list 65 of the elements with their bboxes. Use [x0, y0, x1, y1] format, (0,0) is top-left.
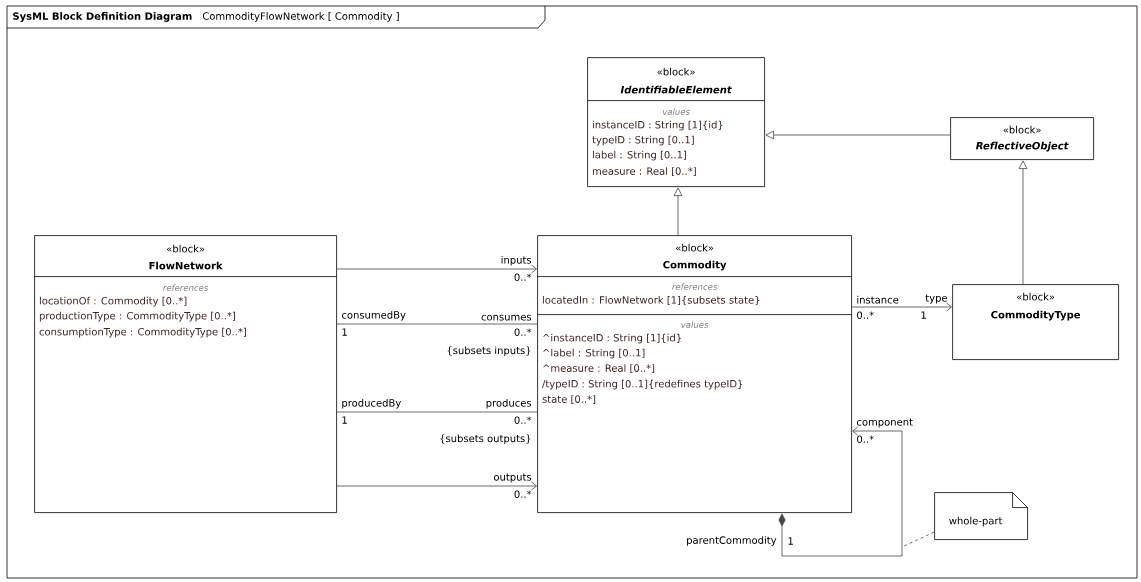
attribute: locatedIn : FlowNetwork [1]{subsets state} [542, 296, 760, 306]
compartment-label: references [163, 284, 209, 291]
association-line [336, 264, 537, 274]
end-label: producedBy [342, 398, 401, 409]
end-label: 0..* [514, 273, 532, 281]
generalization-arrow [765, 130, 951, 140]
attribute: typeID : String [0..1] [592, 135, 694, 146]
end-label: produces [486, 398, 532, 409]
end-label: consumedBy [341, 310, 406, 321]
compartment-label: references [672, 283, 718, 290]
note: whole-part [934, 492, 1028, 540]
stereotype: «block» [1017, 292, 1055, 301]
attribute: locationOf : Commodity [0..*] [39, 296, 187, 307]
end-label: inputs [501, 255, 532, 266]
block-name: FlowNetwork [149, 261, 223, 270]
end-label: 0..* [857, 435, 874, 443]
stereotype: «block» [167, 244, 205, 253]
end-label: component [856, 418, 913, 428]
end-label: 0..* [857, 311, 874, 319]
stereotype: «block» [657, 67, 695, 76]
end-label: 0..* [514, 490, 532, 498]
end-label: 1 [921, 311, 926, 319]
association-line [336, 481, 537, 491]
attribute: ^instanceID : String [1]{id} [543, 333, 681, 344]
attribute: /typeID : String [0..1]{redefines typeID} [542, 379, 743, 390]
block-name: Commodity [663, 260, 727, 271]
attribute: instanceID : String [1]{id} [592, 120, 723, 131]
generalization-arrow [1018, 160, 1028, 285]
compartment-label: values [681, 321, 709, 328]
stereotype: «block» [1003, 125, 1041, 134]
attribute: ^label : String [0..1] [543, 348, 645, 359]
diagram-frame [6, 5, 1138, 579]
end-label: 1 [788, 537, 793, 545]
attribute: productionType : CommodityType [0..*] [39, 311, 235, 322]
association-line [336, 411, 538, 413]
end-label: 1 [342, 328, 347, 336]
block-name: CommodityType [991, 310, 1081, 321]
end-label: instance [857, 295, 899, 304]
end-label: 1 [342, 416, 347, 424]
compartment-label: values [662, 108, 690, 115]
leader-line [901, 531, 935, 548]
association-line [851, 302, 952, 312]
attribute: ^measure : Real [0..*] [543, 364, 655, 374]
block [537, 235, 852, 513]
block-name: ReflectiveObject [976, 141, 1069, 152]
block-name: IdentifiableElement [620, 85, 732, 94]
attribute: state [0..*] [542, 395, 596, 405]
end-label: parentCommodity [687, 536, 777, 546]
end-label: type [925, 294, 948, 304]
stereotype: «block» [676, 243, 714, 252]
block [34, 235, 337, 513]
attribute: consumptionType : CommodityType [0..*] [39, 327, 246, 338]
end-label: 0..* [514, 416, 532, 424]
generalization-arrow [673, 187, 683, 236]
block [950, 117, 1094, 160]
attribute: label : String [0..1] [592, 150, 687, 161]
end-label: consumes [481, 314, 532, 321]
attribute: measure : Real [0..*] [592, 167, 696, 177]
block [587, 57, 765, 187]
association-line [336, 323, 538, 325]
end-label: outputs [493, 473, 532, 483]
frame-title: SysML Block Definition Diagram CommodityFlowNetwork [ Commodity ] [13, 12, 399, 22]
association-line [778, 426, 903, 557]
end-label: 0..* [514, 328, 532, 336]
block [952, 284, 1119, 360]
